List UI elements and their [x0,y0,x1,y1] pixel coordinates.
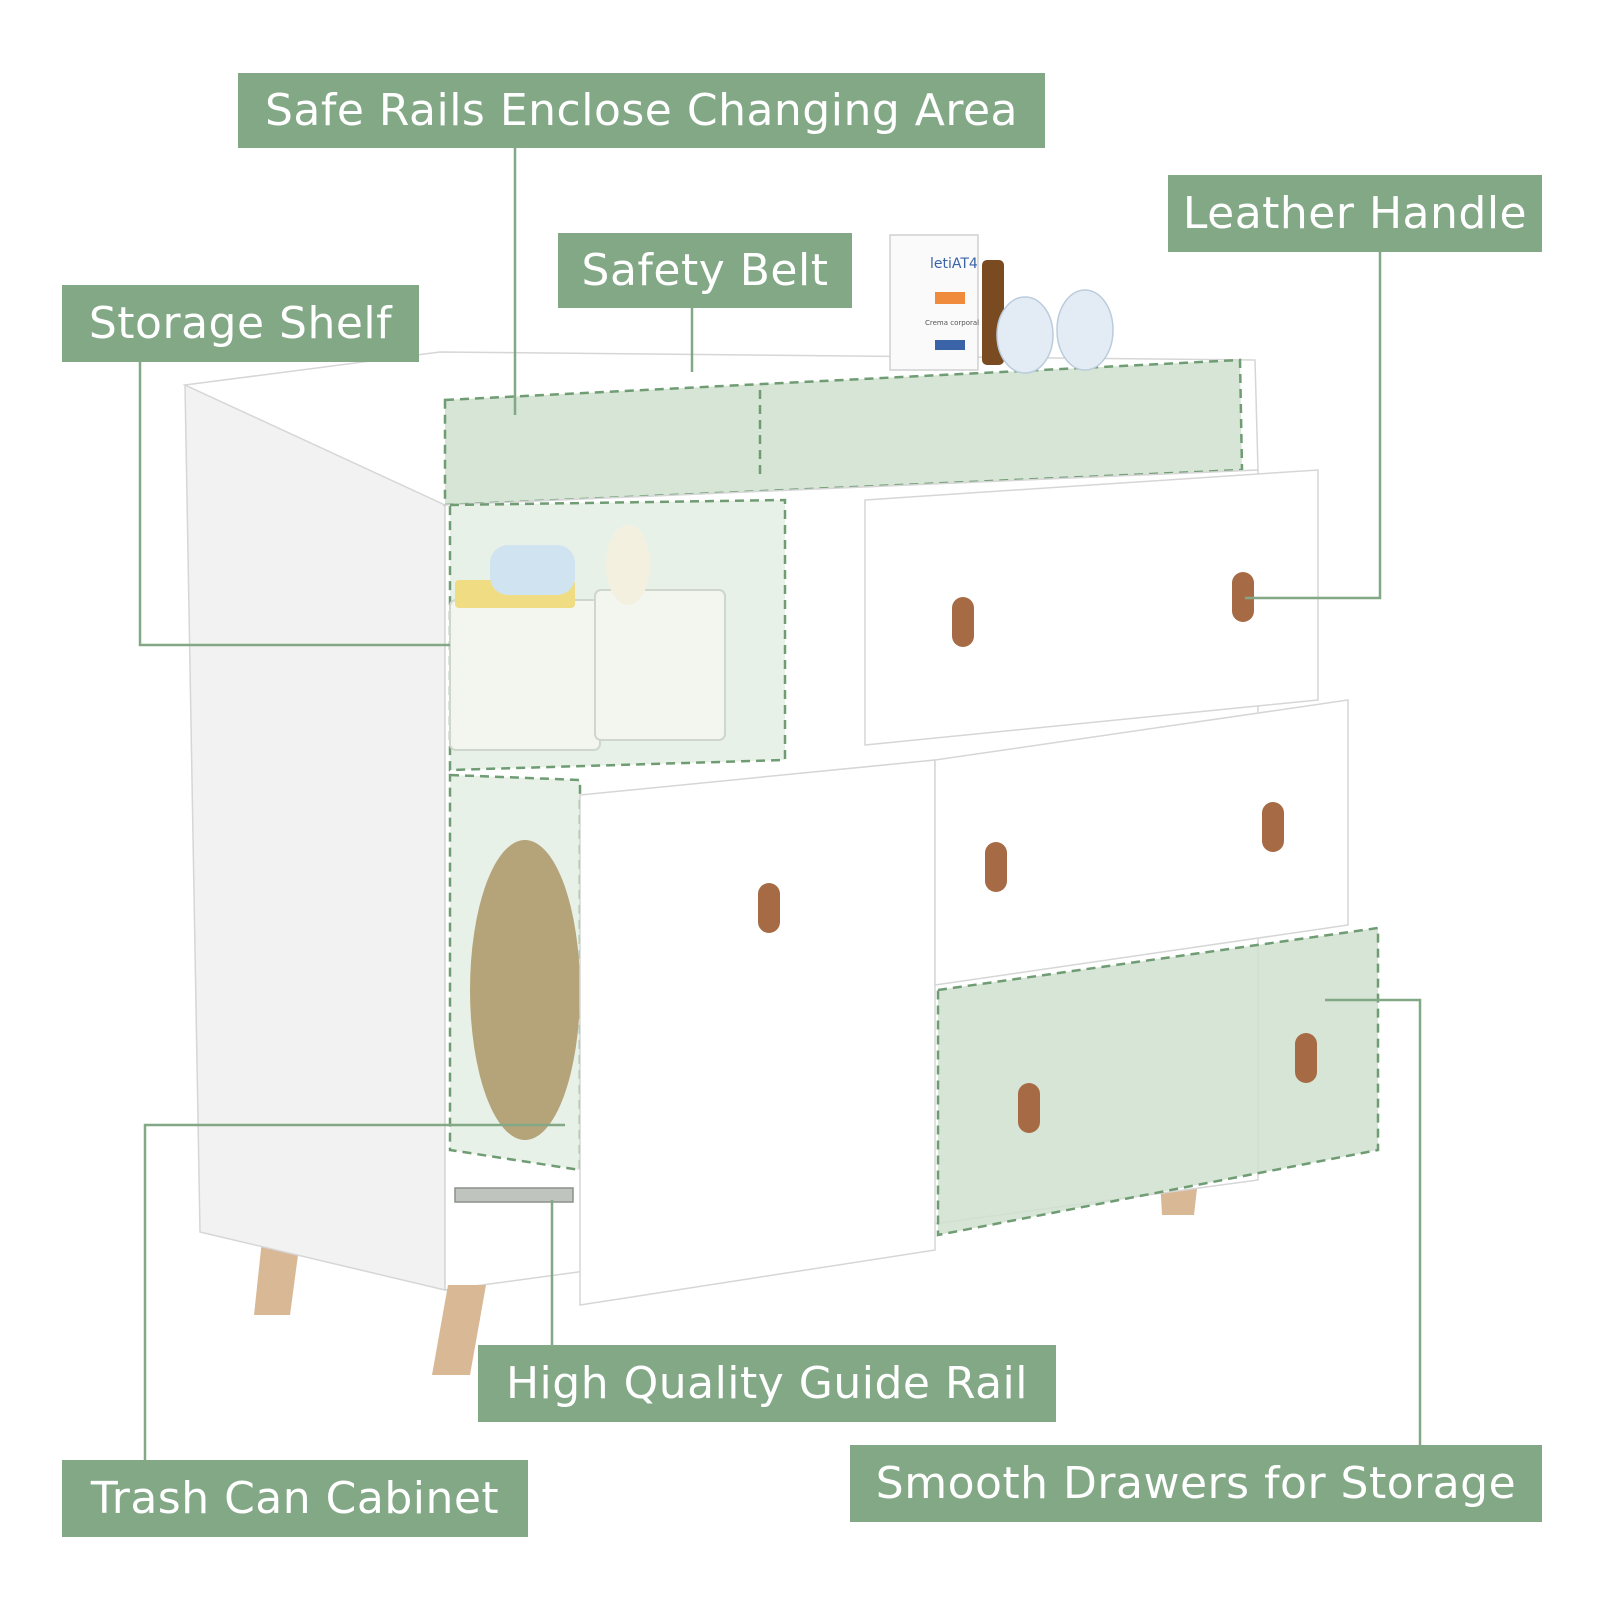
leader-leather-handle [1245,252,1382,600]
drawer-bottom-handle-right [1295,1033,1317,1083]
label-leather-handle: Leather Handle [1168,175,1542,252]
leader-smooth-drawers [1325,998,1422,1445]
bottle-on-shelf [606,525,650,605]
drawer-middle [934,699,1349,986]
basket-left [449,599,601,751]
label-storage-shelf: Storage Shelf [62,285,419,362]
drawer-top-handle-left [952,597,974,647]
label-safety-belt: Safety Belt [558,233,852,308]
label-guide-rail: High Quality Guide Rail [478,1345,1056,1422]
product-box-stripe-blue [935,340,965,350]
trash-door-handle [758,883,780,933]
cabinet-side-panel [184,384,446,1291]
drawer-top-handle-right [1232,572,1254,622]
product-box-stripe-orange [935,292,965,304]
guide-rail [454,1187,574,1203]
basket-right [594,589,726,741]
lotion-bottle [490,545,575,595]
baby-bottle-2 [1056,289,1114,371]
wicker-basket [470,840,580,1140]
drawer-middle-handle-right [1262,802,1284,852]
leader-storage-shelf [138,362,450,647]
drawer-bottom-handle-left [1018,1083,1040,1133]
drawer-top [864,469,1319,746]
drawer-bottom-highlight [936,926,1380,1237]
label-safe-rails: Safe Rails Enclose Changing Area [238,73,1045,148]
trash-cabinet-door [579,759,936,1306]
back-leg-left [254,1240,300,1315]
product-box-brand: letiAT4 [930,256,978,272]
label-trash-can: Trash Can Cabinet [62,1460,528,1537]
product-box-caption: Crema corporal [925,319,979,327]
baby-bottle-1 [996,296,1054,374]
front-leg-left [432,1285,486,1375]
label-smooth-drawers: Smooth Drawers for Storage [850,1445,1542,1522]
drawer-middle-handle-left [985,842,1007,892]
leader-trash-can [143,1123,565,1460]
